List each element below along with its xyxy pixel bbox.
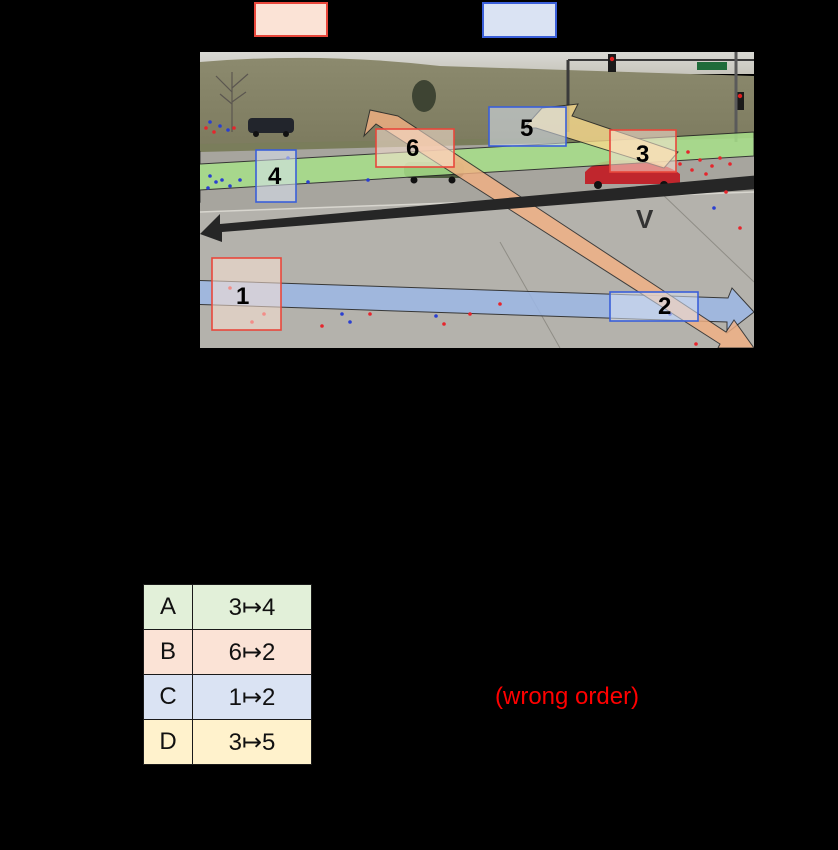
trajectory-point [214,180,218,184]
route-transition: 3↦4 [192,584,312,630]
trajectory-point [232,126,236,130]
tree [215,72,249,132]
route-label: B [143,629,193,675]
street-sign [697,62,727,70]
svg-text:4: 4 [268,163,282,190]
legend-entry-swatch [254,2,328,37]
trajectory-point [718,156,722,160]
svg-text:2: 2 [658,293,671,320]
trajectory-point [226,128,230,132]
route-arrow-B [363,109,754,348]
trajectory-point [738,226,742,230]
zone-5: 5 [488,106,567,147]
trajectory-point [498,302,502,306]
trajectory-point [204,126,208,130]
trajectory-point [724,190,728,194]
route-label: D [143,719,193,765]
zone-6: 6 [375,128,455,168]
trajectory-point [710,164,714,168]
route-label: C [143,674,193,720]
trajectory-point [698,158,702,162]
route-label: A [143,584,193,630]
svg-text:3: 3 [636,141,649,168]
trajectory-point [320,324,324,328]
svg-text:5: 5 [520,115,533,142]
route-transition: 1↦2 [192,674,312,720]
trajectory-point [678,162,682,166]
trajectory-point [206,186,210,190]
route-transition: 3↦5 [192,719,312,765]
svg-text:1: 1 [236,283,249,310]
zone-3: 3 [609,129,677,173]
trajectory-point [220,178,224,182]
grass-hill [200,57,754,153]
trajectory-point [434,314,438,318]
trajectory-point [340,312,344,316]
route-transition: 6↦2 [192,629,312,675]
trajectory-point [228,184,232,188]
trajectory-point [208,174,212,178]
direction-arrow [200,175,754,242]
wrong-order-note: (wrong order) [495,683,640,710]
suv-far [248,118,294,137]
trajectory-overlay: V 1 2 3 4 5 6 [200,52,754,348]
intersection-camera-view: V 1 2 3 4 5 6 [200,52,754,348]
trajectory-point [728,162,732,166]
trajectory-point [306,180,310,184]
zone-2: 2 [609,291,699,322]
trajectory-point [694,342,698,346]
zone-4: 4 [255,149,297,203]
trajectory-point [208,120,212,124]
trajectory-point [348,320,352,324]
trajectory-point [712,206,716,210]
trajectory-point [212,130,216,134]
trajectory-point [442,322,446,326]
trajectory-point [704,172,708,176]
trajectory-point [686,150,690,154]
trajectory-point [218,124,222,128]
trajectory-point [368,312,372,316]
zone-1: 1 [211,257,282,331]
svg-text:6: 6 [406,135,419,162]
trajectory-point [238,178,242,182]
road-crack [659,191,754,283]
evergreen-tree [412,80,436,112]
legend-exit-swatch [482,2,557,38]
trajectory-point [690,168,694,172]
trajectory-point [366,178,370,182]
direction-label: V [636,204,654,234]
trajectory-point [468,312,472,316]
